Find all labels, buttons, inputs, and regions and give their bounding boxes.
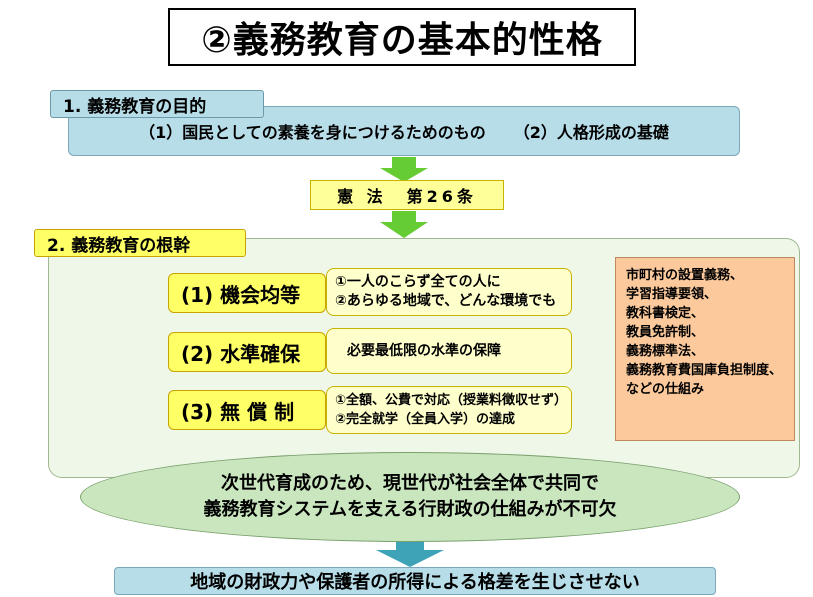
purpose-item-1: （1）国民としての素養を身につけるためのもの	[139, 123, 486, 142]
pillar-free-of-charge: (3) 無 償 制	[168, 390, 326, 430]
arrow-down-icon	[380, 157, 428, 182]
pillar-desc-line: ②完全就学（全員入学）の達成	[335, 412, 516, 427]
pillar-standard-assurance: (2) 水準確保	[168, 332, 326, 372]
law-box: 憲 法 第26条	[310, 180, 504, 210]
pillar-desc-3: ①全額、公費で対応（授業料徴収せず） ②完全就学（全員入学）の達成	[326, 386, 572, 434]
bottom-statement: 地域の財政力や保護者の所得による格差を生じさせない	[114, 567, 716, 595]
arrow-down-icon	[376, 538, 444, 567]
arrow-down-icon	[380, 211, 428, 238]
purpose-panel: （1）国民としての素養を身につけるためのもの （2）人格形成の基礎	[68, 106, 740, 156]
systems-item: などの仕組み	[626, 382, 705, 397]
pillar-desc-line: 必要最低限の水準の保障	[347, 342, 501, 359]
conclusion-ellipse: 次世代育成のため、現世代が社会全体で共同で 義務教育システムを支える行財政の仕組…	[80, 452, 740, 542]
purpose-tab: 1. 義務教育の目的	[50, 90, 264, 118]
pillar-desc-line: ②あらゆる地域で、どんな環境でも	[335, 293, 557, 309]
page-title: ②義務教育の基本的性格	[168, 8, 636, 66]
pillar-equal-opportunity: (1) 機会均等	[168, 273, 326, 313]
systems-item: 義務教育費国庫負担制度、	[626, 363, 783, 378]
pillar-desc-2: 必要最低限の水準の保障	[326, 328, 572, 374]
pillar-desc-1: ①一人のこらず全ての人に ②あらゆる地域で、どんな環境でも	[326, 268, 572, 316]
systems-box: 市町村の設置義務、 学習指導要領、 教科書検定、 教員免許制、 義務標準法、 義…	[615, 257, 795, 441]
pillar-desc-line: ①全額、公費で対応（授業料徴収せず）	[335, 393, 568, 408]
systems-item: 学習指導要領、	[626, 287, 718, 302]
systems-item: 教科書検定、	[626, 306, 705, 321]
systems-item: 義務標準法、	[626, 344, 705, 359]
conclusion-line-2: 義務教育システムを支える行財政の仕組みが不可欠	[203, 499, 617, 520]
conclusion-line-1: 次世代育成のため、現世代が社会全体で共同で	[221, 473, 599, 494]
pillar-desc-line: ①一人のこらず全ての人に	[335, 274, 501, 290]
systems-item: 市町村の設置義務、	[626, 268, 744, 283]
purpose-item-2: （2）人格形成の基礎	[513, 123, 669, 142]
systems-item: 教員免許制、	[626, 325, 705, 340]
foundation-tab: 2. 義務教育の根幹	[34, 229, 246, 257]
